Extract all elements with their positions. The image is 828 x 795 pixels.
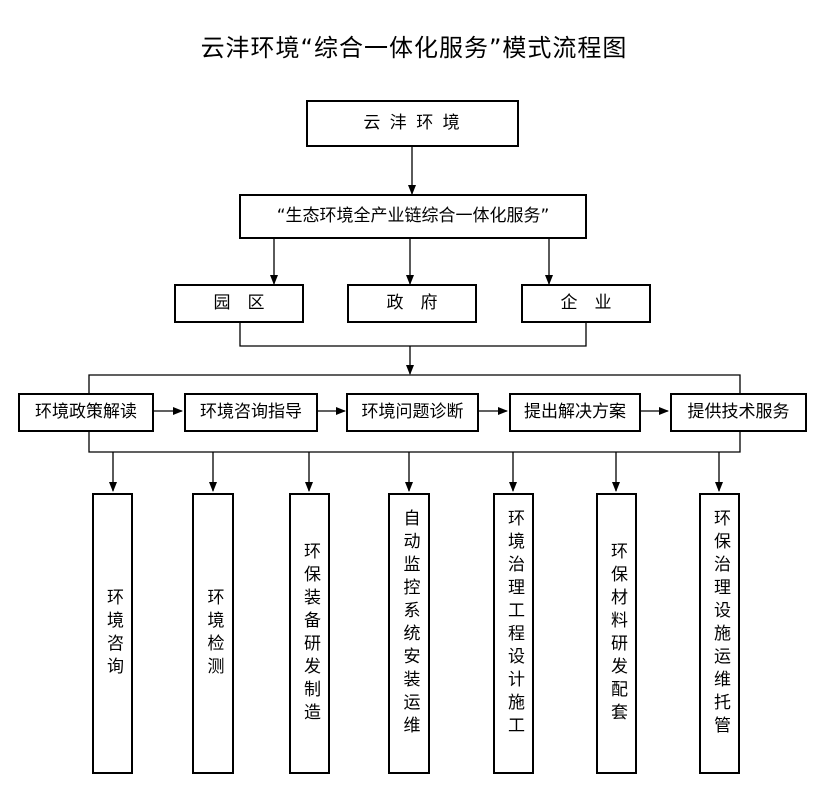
service-item-label: 环保材料研发配套 <box>607 541 627 726</box>
service-item-label: 环保治理设施运维托管 <box>710 509 730 739</box>
service-item-box: 环境咨询 <box>92 493 133 774</box>
step-label: 环境政策解读 <box>35 402 137 422</box>
client-label: 政 府 <box>386 293 438 313</box>
client-box-park: 园 区 <box>174 284 304 323</box>
service-item-box: 自动监控系统安装运维 <box>388 493 430 774</box>
root-label: 云 沣 环 境 <box>363 113 462 133</box>
service-item-label: 自动监控系统安装运维 <box>399 509 420 739</box>
step-label: 提供技术服务 <box>687 402 790 422</box>
step-box: 提出解决方案 <box>509 393 641 432</box>
service-item-box: 环境治理工程设计施工 <box>493 493 534 774</box>
service-box: “生态环境全产业链综合一体化服务” <box>239 194 587 239</box>
steps-frame-bottom <box>88 431 741 453</box>
step-box: 环境政策解读 <box>18 393 154 432</box>
service-label: “生态环境全产业链综合一体化服务” <box>276 206 550 226</box>
client-label: 园 区 <box>213 293 265 313</box>
clients-merge-bracket <box>239 322 587 347</box>
service-item-box: 环保装备研发制造 <box>289 493 330 774</box>
client-box-government: 政 府 <box>347 284 477 323</box>
step-label: 环境问题诊断 <box>361 402 464 422</box>
step-box: 环境问题诊断 <box>346 393 479 432</box>
service-item-label: 环境咨询 <box>103 587 123 680</box>
step-box: 环境咨询指导 <box>184 393 318 432</box>
service-item-label: 环境检测 <box>203 587 224 680</box>
client-label: 企 业 <box>560 293 612 313</box>
service-item-label: 环境治理工程设计施工 <box>504 509 524 739</box>
root-box: 云 沣 环 境 <box>306 100 519 147</box>
client-box-enterprise: 企 业 <box>521 284 651 323</box>
step-box: 提供技术服务 <box>670 393 807 432</box>
service-item-box: 环保治理设施运维托管 <box>699 493 740 774</box>
steps-frame-top <box>88 374 741 394</box>
service-item-label: 环保装备研发制造 <box>300 541 320 726</box>
step-label: 环境咨询指导 <box>200 402 302 422</box>
step-label: 提出解决方案 <box>524 402 626 422</box>
diagram-title: 云沣环境“综合一体化服务”模式流程图 <box>200 34 628 62</box>
service-item-box: 环境检测 <box>192 493 234 774</box>
service-item-box: 环保材料研发配套 <box>596 493 637 774</box>
